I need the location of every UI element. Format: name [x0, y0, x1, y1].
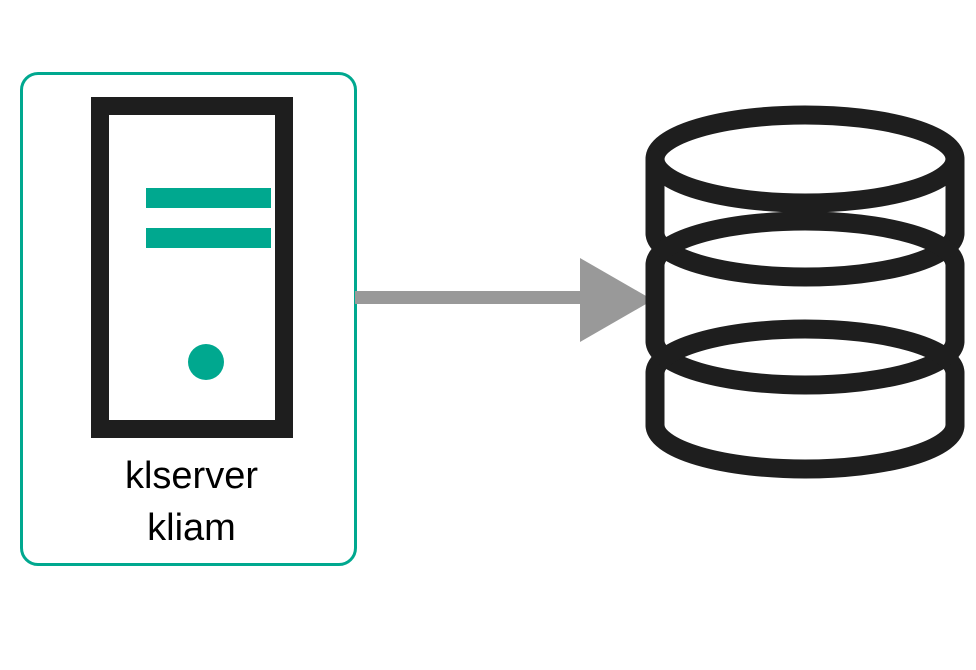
server-tower-icon	[91, 97, 293, 438]
server-power-led-icon	[188, 344, 224, 380]
server-instance-label: kliam	[147, 507, 236, 549]
server-drive-bay-bar-1	[146, 188, 271, 208]
server-node-card[interactable]: klserver kliam	[20, 72, 357, 566]
server-node-labels: klserver kliam	[23, 450, 360, 554]
server-hostname-label: klserver	[124, 455, 259, 497]
arrow-right-icon	[355, 258, 653, 342]
database-cylinder-icon[interactable]	[645, 105, 965, 485]
server-drive-bay-bar-2	[146, 228, 271, 248]
